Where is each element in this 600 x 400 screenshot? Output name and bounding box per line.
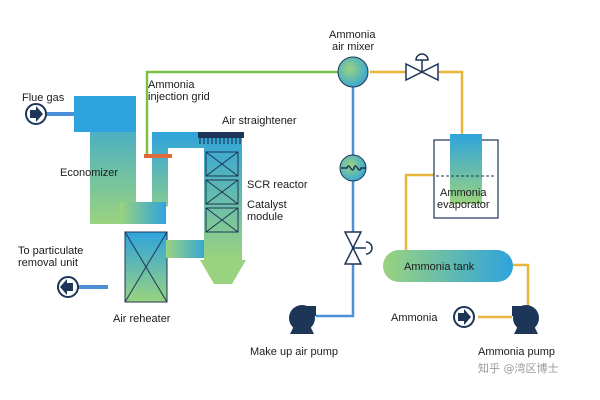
ammonia-injection-grid-label-1: Ammonia: [148, 79, 195, 91]
lower-duct: [120, 202, 166, 224]
to-particulate-label-2: removal unit: [18, 257, 78, 269]
air-control-valve-icon: [343, 231, 373, 265]
ammonia-pump-label: Ammonia pump: [478, 346, 555, 358]
ammonia-air-mixer-label-2: air mixer: [332, 41, 375, 53]
flue-duct: [126, 132, 206, 224]
catalyst-modules: [205, 151, 239, 233]
ammonia-pump-icon: [512, 305, 539, 334]
ammonia-evaporator-label-1: Ammonia: [440, 187, 487, 199]
economizer: [74, 96, 136, 224]
mixer-to-evaporator-line: [370, 70, 464, 137]
flue-gas-inlet-icon: [25, 103, 47, 125]
watermark: 知乎 @湾区博士: [478, 361, 559, 375]
air-reheater-label: Air reheater: [113, 313, 171, 325]
ammonia-air-mixer: [337, 56, 369, 88]
catalyst-module-label-1: Catalyst: [247, 199, 287, 211]
make-up-air-pump-icon: [289, 305, 316, 334]
air-straightener-label: Air straightener: [222, 115, 297, 127]
particulate-outlet-icon: [57, 276, 79, 298]
ammonia-tank: [383, 250, 513, 282]
ammonia-air-mixer-label-1: Ammonia: [329, 29, 376, 41]
economizer-label: Economizer: [60, 167, 118, 179]
scr-reactor-label: SCR reactor: [247, 179, 308, 191]
ammonia-injection-grid-label-2: injection grid: [148, 91, 210, 103]
catalyst-module-label-2: module: [247, 211, 283, 223]
ammonia-evaporator: [433, 134, 499, 219]
ammonia-injection-line: [145, 70, 338, 156]
ammonia-injection-grid: [144, 154, 172, 158]
air-reheater: [124, 231, 208, 303]
ammonia-evaporator-label-2: evaporator: [437, 199, 490, 211]
ammonia-inlet-label: Ammonia: [391, 312, 438, 324]
heater-coil-icon: [339, 154, 367, 182]
tank-to-pump-line: [512, 263, 530, 306]
flue-gas-label: Flue gas: [22, 92, 65, 104]
to-particulate-label-1: To particulate: [18, 245, 83, 257]
ammonia-control-valve-icon: [405, 53, 439, 82]
air-straightener: [198, 132, 244, 144]
ammonia-inlet-icon: [453, 306, 475, 328]
ammonia-tank-label: Ammonia tank: [404, 261, 475, 273]
make-up-air-line: [316, 86, 355, 318]
make-up-air-pump-label: Make up air pump: [250, 346, 338, 358]
evaporator-to-tank-line: [404, 173, 434, 250]
